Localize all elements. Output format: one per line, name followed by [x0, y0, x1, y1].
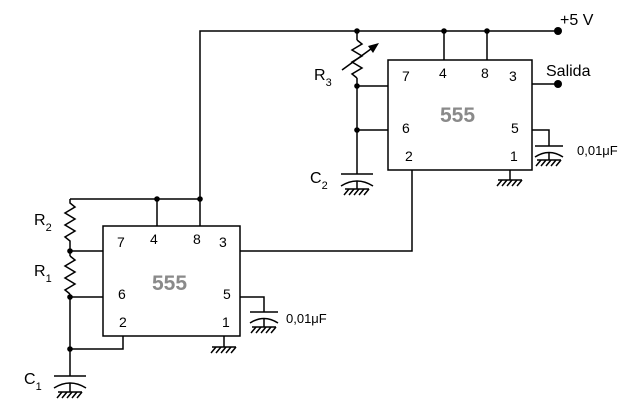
- ground-c1-icon: [56, 391, 83, 399]
- timer-top-cap-label: 0,01μF: [577, 143, 618, 158]
- r3-label: R3: [314, 67, 332, 89]
- wire-bottom-pin2: [70, 336, 124, 350]
- timer-top: 555 7 4 8 3 6 5 2 1: [387, 59, 533, 171]
- timer-bottom-title: 555: [152, 272, 187, 295]
- ground-bottom-pin1-icon: [210, 346, 237, 354]
- r1-zigzag: [63, 255, 77, 295]
- timer-top-pin-1: 1: [510, 148, 518, 164]
- timer-top-pin-2: 2: [405, 148, 413, 164]
- wire-top-pin5-cap: [532, 129, 550, 146]
- timer-top-title: 555: [440, 104, 475, 127]
- r2-zigzag: [63, 199, 77, 245]
- labels: +5 V Salida 0,01μF 0,01μF R3 R2 R1 C2 C1: [24, 12, 618, 393]
- supply-terminal: [554, 27, 562, 35]
- r3-wiper-arrow-line: [341, 45, 376, 71]
- timer-top-pin-5: 5: [511, 120, 519, 136]
- timer-bottom-pin-4: 4: [150, 231, 158, 247]
- wire-r3-pin7-top: [356, 78, 388, 87]
- timer-bottom-pin-7: 7: [117, 234, 125, 250]
- r2-label: R2: [34, 212, 52, 234]
- timer-top-pin-4: 4: [439, 65, 447, 81]
- ground-top-pin1-icon: [496, 179, 523, 187]
- timer-bottom-pin-3: 3: [219, 234, 227, 250]
- output-label: Salida: [546, 63, 591, 80]
- timer-top-body: [387, 59, 533, 171]
- output-terminal: [554, 80, 562, 88]
- timer-top-pin-7: 7: [402, 68, 410, 84]
- timer-top-pin-8: 8: [481, 65, 489, 81]
- timer-bottom: 555 7 4 8 3 6 5 2 1: [102, 225, 241, 337]
- wiring: [53, 27, 564, 399]
- c2-label: C2: [310, 170, 328, 192]
- ground-top-pin5-icon: [535, 159, 562, 167]
- junction-pin6-bottom: [67, 294, 73, 300]
- timer-bottom-pin-1: 1: [222, 314, 230, 330]
- r3-wiper-arrowhead: [368, 43, 379, 53]
- timer-bottom-pin-8: 8: [193, 231, 201, 247]
- ground-c2-icon: [343, 188, 370, 196]
- timer-top-pin-3: 3: [509, 68, 517, 84]
- timer-bottom-body: [102, 225, 241, 337]
- supply-label: +5 V: [560, 12, 594, 29]
- wire-bottom-pin5-cap: [240, 296, 265, 312]
- ground-bottom-pin5-icon: [250, 326, 277, 334]
- r1-label: R1: [34, 263, 52, 285]
- c1-label: C1: [24, 371, 42, 393]
- timer-bottom-pin-6: 6: [118, 286, 126, 302]
- wire-bottom-pin3-top-pin2: [240, 170, 413, 252]
- junction-rail-pin8-top: [484, 28, 490, 34]
- supply-rail: [199, 30, 558, 199]
- timer-bottom-pin-5: 5: [223, 286, 231, 302]
- timer-top-pin-6: 6: [402, 120, 410, 136]
- timer-bottom-cap-label: 0,01μF: [286, 311, 327, 326]
- timer-bottom-pin-2: 2: [119, 314, 127, 330]
